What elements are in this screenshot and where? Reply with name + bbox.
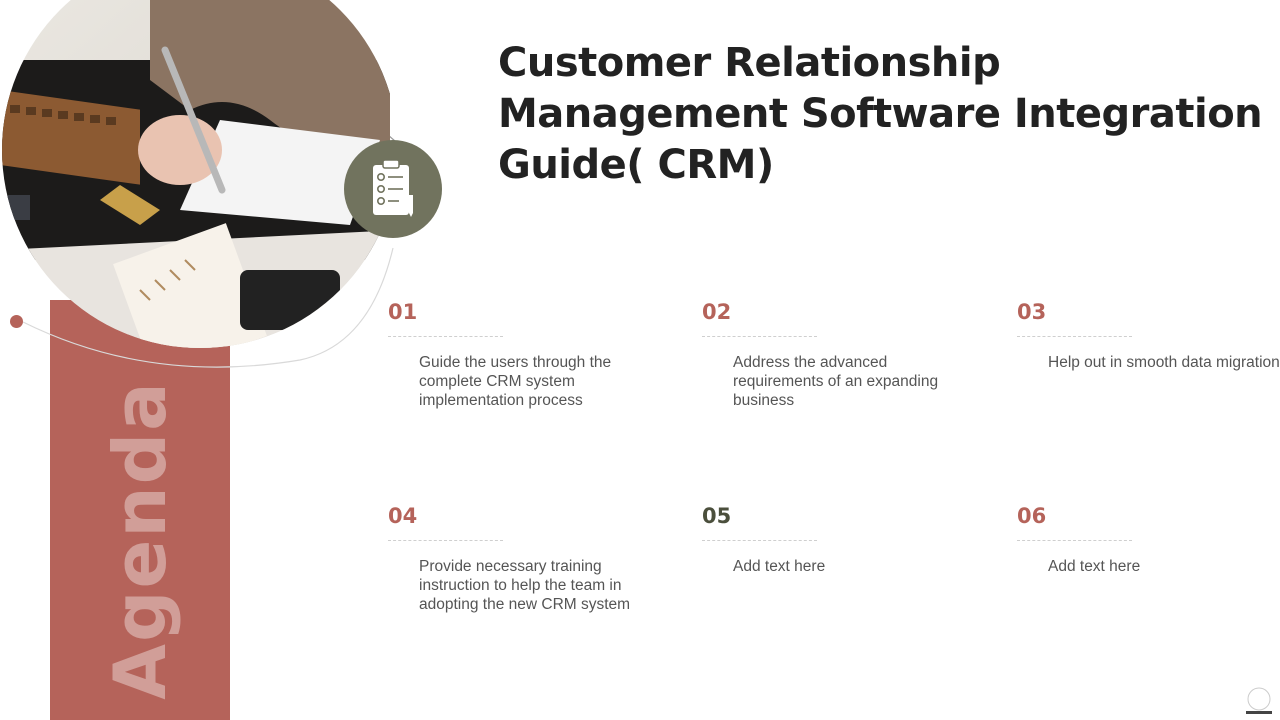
agenda-item-text: Provide necessary training instruction t… xyxy=(419,558,631,613)
agenda-vertical-label: Agenda xyxy=(98,380,182,700)
number-divider xyxy=(388,336,503,337)
accent-dot xyxy=(10,315,23,328)
number-divider xyxy=(702,540,817,541)
agenda-item-number: 03 xyxy=(1017,300,1047,324)
agenda-sidebar-band xyxy=(50,300,230,720)
number-divider xyxy=(1017,336,1132,337)
agenda-item-text: Address the advanced requirements of an … xyxy=(733,354,939,409)
agenda-item-text: Help out in smooth data migration xyxy=(1048,354,1280,371)
agenda-item-number: 04 xyxy=(388,504,418,528)
page-title: Customer Relationship Management Softwar… xyxy=(498,40,1263,188)
number-divider xyxy=(702,336,817,337)
desk-writing-photo xyxy=(2,0,390,348)
clipboard-checklist-icon xyxy=(373,159,413,217)
agenda-item-text: Add text here xyxy=(1048,558,1141,575)
agenda-item-number: 02 xyxy=(702,300,732,324)
number-divider xyxy=(388,540,503,541)
agenda-item-number: 06 xyxy=(1017,504,1047,528)
agenda-item-text: Guide the users through the complete CRM… xyxy=(419,354,612,409)
number-divider xyxy=(1017,540,1132,541)
agenda-item-number: 01 xyxy=(388,300,418,324)
clipboard-badge xyxy=(344,140,442,238)
presenter-corner-icon xyxy=(1246,687,1272,714)
agenda-item-number: 05 xyxy=(702,504,732,528)
agenda-item-text: Add text here xyxy=(733,558,826,575)
